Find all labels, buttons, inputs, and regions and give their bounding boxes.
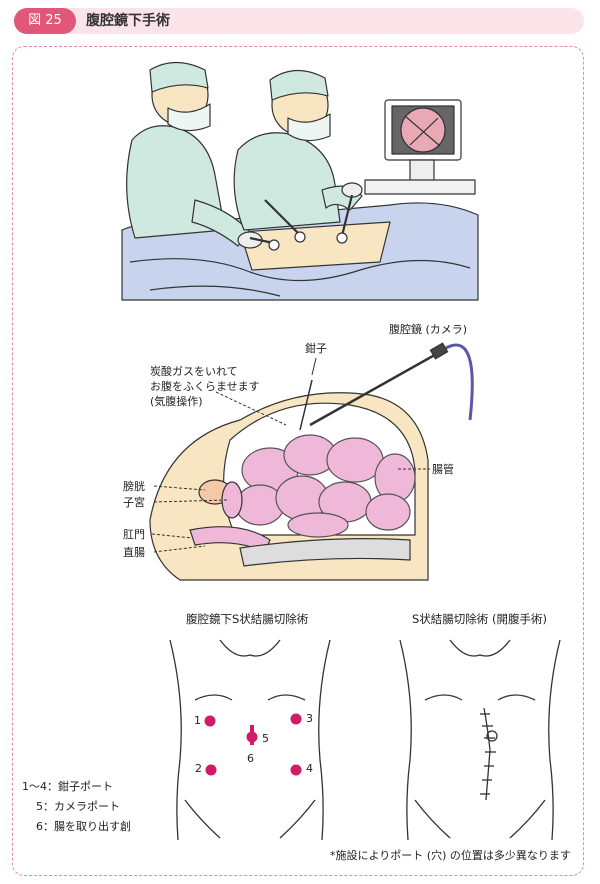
surgery-scene-illustration (121, 61, 479, 301)
uterus-illustration (221, 481, 243, 519)
port-number-3: 3 (306, 712, 313, 725)
figure-number-badge: 図 25 (14, 8, 76, 34)
footnote: *施設によりポート (穴) の位置は多少異なります (330, 849, 571, 862)
port-number-4: 4 (306, 762, 313, 775)
forceps-shaft (299, 379, 313, 431)
rectum-label: 直腸 (123, 546, 145, 559)
port-dot-4 (290, 764, 302, 776)
legend-line-1: 1～4：鉗子ポート (22, 780, 113, 793)
torso-left-illustration (169, 639, 331, 841)
port-dot-3 (290, 713, 302, 725)
port-dot-1 (204, 715, 216, 727)
port-dot-2 (205, 764, 217, 776)
figure-title: 腹腔鏡下手術 (86, 13, 170, 29)
laparoscope-shaft (309, 350, 441, 427)
forceps-label: 鉗子 (305, 342, 327, 355)
gas-label-line3: (気腹操作) (150, 395, 203, 408)
surgeon-right-illustration (233, 69, 363, 244)
intestine-label: 腸管 (432, 463, 454, 476)
gas-label-line1: 炭酸ガスをいれて (150, 365, 238, 378)
legend-line-2: 5：カメラポート (36, 800, 120, 813)
port-markers (204, 713, 302, 776)
laparoscope-cable (445, 343, 474, 421)
intestine-illustration (235, 434, 416, 538)
port-number-1: 1 (194, 714, 201, 727)
spine-illustration (239, 538, 411, 567)
figure-header: 図 25 腹腔鏡下手術 (14, 8, 584, 34)
laparoscope-label: 腹腔鏡 (カメラ) (389, 323, 468, 336)
anus-label: 肛門 (123, 528, 145, 541)
abdomen-cross-section-illustration (149, 342, 474, 581)
figure-frame (12, 46, 584, 876)
monitor-illustration (364, 99, 476, 195)
gas-label-line2: お腹をふくらませます (150, 380, 260, 393)
incision-scar-illustration (480, 707, 498, 801)
port-number-2: 2 (195, 762, 202, 775)
port-number-5: 5 (262, 732, 269, 745)
port-legend: 1～4：鉗子ポート 5：カメラポート 6：腸を取り出す創 (22, 777, 131, 837)
bladder-label: 膀胱 (123, 480, 145, 493)
torso-left-caption: 腹腔鏡下S状結腸切除術 (186, 612, 309, 626)
legend-line-3: 6：腸を取り出す創 (36, 820, 131, 833)
uterus-label: 子宮 (123, 496, 145, 509)
torso-right-caption: S状結腸切除術 (開腹手術) (412, 612, 547, 626)
port-incision-6 (250, 725, 254, 745)
surgeon-left-illustration (126, 61, 280, 251)
torso-right-illustration (399, 639, 561, 841)
port-number-6: 6 (247, 752, 254, 765)
